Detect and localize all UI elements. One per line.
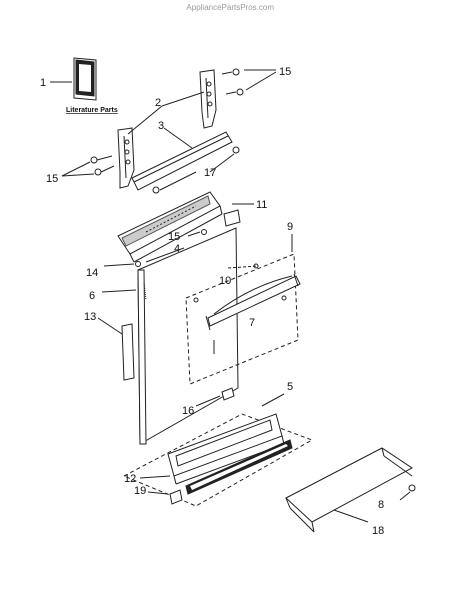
- callout-2: 2: [155, 97, 161, 109]
- door-bracket: [223, 209, 241, 227]
- callout-4: 4: [174, 243, 180, 255]
- access-panel: [185, 439, 293, 495]
- callout-19: 19: [134, 485, 146, 497]
- handle-group-box: [185, 253, 299, 385]
- screw-17-upper: [232, 146, 240, 154]
- handle-fastener: [281, 295, 287, 301]
- callout-13: 13: [84, 311, 96, 323]
- screw-17-lower: [152, 186, 160, 194]
- callout-11: 11: [256, 199, 267, 211]
- side-strip: [121, 323, 135, 381]
- callout-18: 18: [372, 525, 384, 537]
- callout-3: 3: [158, 120, 164, 132]
- callout-12: 12: [124, 473, 136, 485]
- callout-14: 14: [86, 267, 98, 279]
- callout-9: 9: [287, 221, 293, 233]
- hinge-rail: [131, 131, 233, 191]
- callout-8: 8: [378, 499, 384, 511]
- door-handle: [205, 273, 301, 331]
- handle-screw-left: [193, 297, 199, 303]
- latch: [221, 387, 235, 401]
- callout-5: 5: [287, 381, 293, 393]
- control-panel: [117, 191, 223, 263]
- screw-15-panel: [201, 229, 207, 235]
- watermark: AppliancePartsPros.com: [186, 3, 274, 12]
- hinge-bracket-right: [199, 69, 217, 129]
- literature-parts-label: Literature Parts: [66, 107, 118, 114]
- callout-15a: 15: [279, 66, 291, 78]
- toe-panel-screw: [408, 484, 416, 492]
- screws-left: [90, 155, 115, 176]
- callout-6: 6: [89, 290, 95, 302]
- callout-17: 17: [204, 167, 216, 179]
- screws-top: [221, 68, 244, 96]
- callout-15b: 15: [46, 173, 58, 185]
- literature-booklet: [73, 57, 97, 101]
- hinge-bracket-left: [117, 127, 135, 189]
- callout-16: 16: [182, 405, 194, 417]
- callout-7: 7: [249, 317, 255, 329]
- screw-14: [135, 261, 141, 267]
- callout-labels: 1 2 3 15 15 17 11 15 4 9 10 14 6 13 7 5 …: [40, 66, 384, 537]
- callout-10: 10: [219, 275, 231, 287]
- toe-panel: [285, 447, 413, 533]
- clip: [169, 489, 183, 505]
- callout-1: 1: [40, 77, 46, 89]
- callout-15c: 15: [168, 231, 180, 243]
